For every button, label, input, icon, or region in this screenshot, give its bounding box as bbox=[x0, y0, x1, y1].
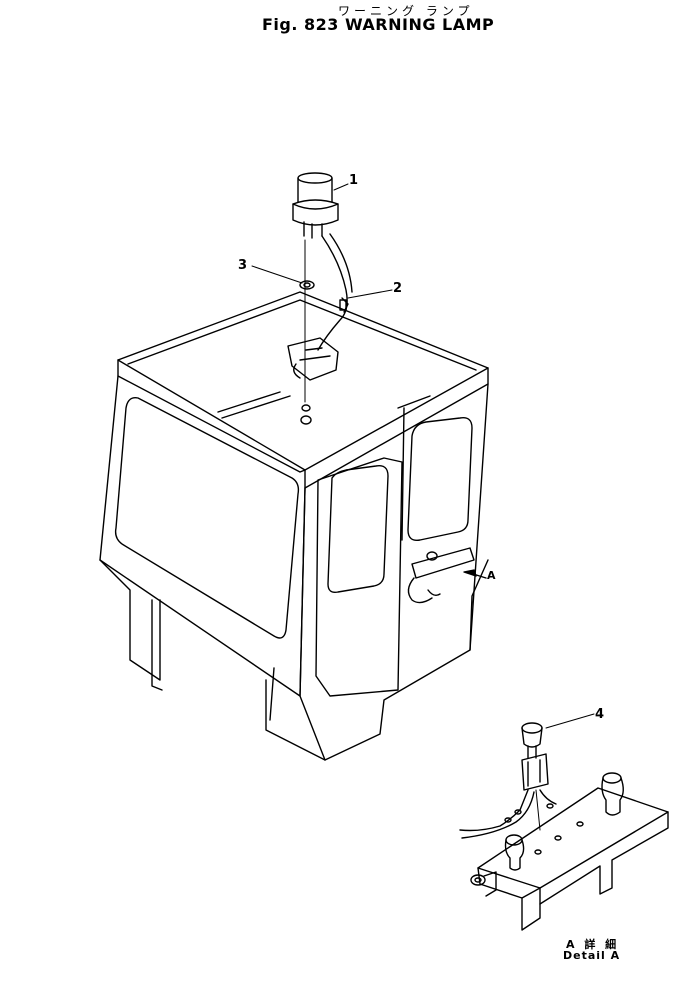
detail-label-japanese: A 詳 細 bbox=[566, 938, 620, 951]
lamp-mount-hardware bbox=[288, 240, 338, 424]
operator-cab bbox=[100, 292, 488, 760]
wire-clamp bbox=[340, 298, 348, 312]
leader-lines bbox=[252, 184, 594, 728]
callout-1: 1 bbox=[349, 173, 359, 188]
view-arrow-a bbox=[464, 570, 486, 578]
warning-lamp bbox=[293, 173, 352, 350]
callout-4: 4 bbox=[595, 707, 605, 722]
detail-label: Detail A bbox=[563, 949, 621, 962]
cab-switch-location bbox=[408, 548, 474, 603]
callout-3: 3 bbox=[238, 258, 248, 273]
detail-a-view bbox=[460, 723, 668, 930]
title-japanese: ワーニング ランプ bbox=[338, 4, 474, 18]
figure-title: Fig. 823 WARNING LAMP bbox=[262, 15, 495, 34]
view-arrow-label: A bbox=[487, 569, 496, 582]
callout-2: 2 bbox=[393, 281, 403, 296]
